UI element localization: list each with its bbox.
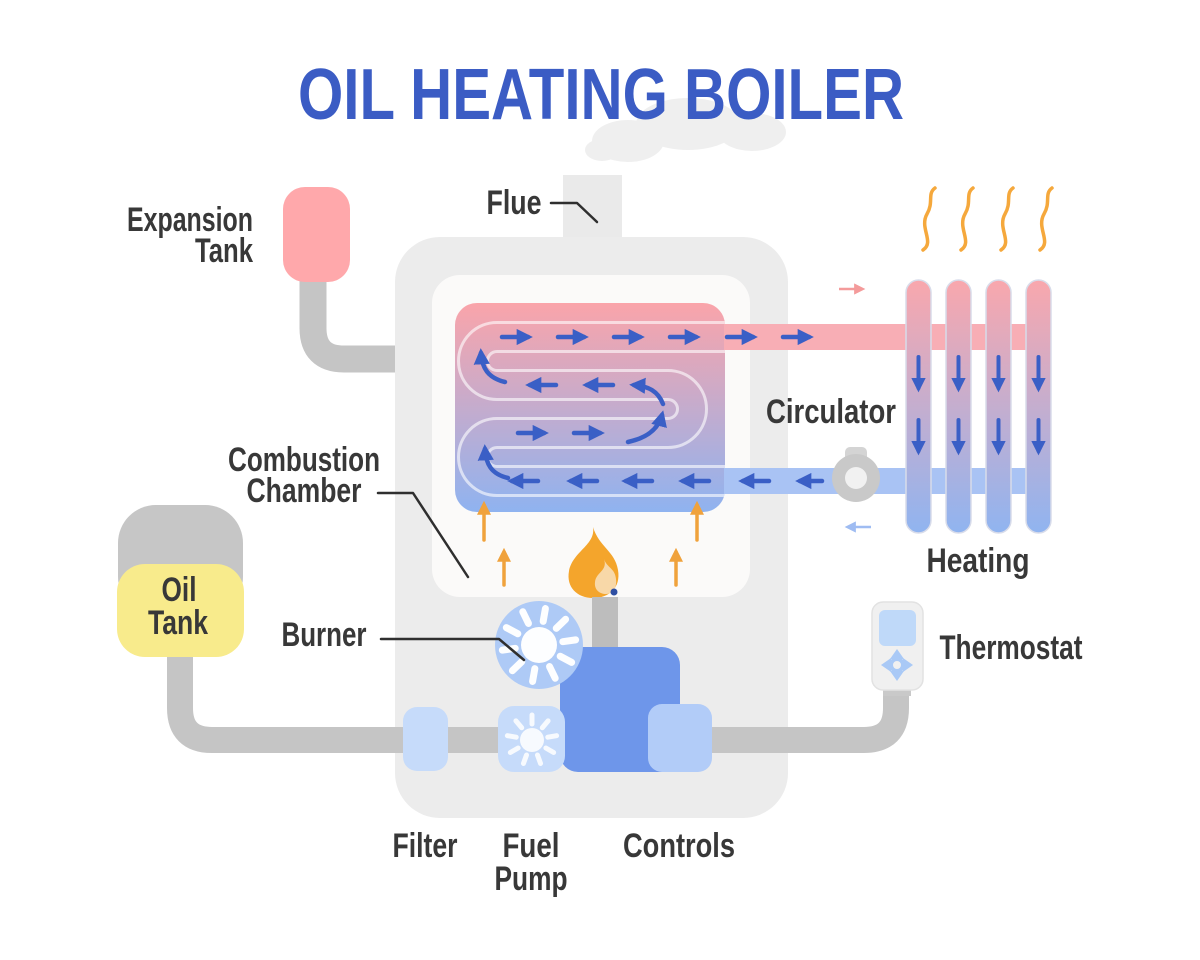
expansion-tank-label-line2: Tank xyxy=(195,232,253,270)
heating-label: Heating xyxy=(927,542,1030,580)
flue-leader-line xyxy=(549,201,599,224)
oil-tank: Oil Tank xyxy=(117,505,244,657)
page-title: OIL HEATING BOILER xyxy=(298,55,904,135)
flue-label: Flue xyxy=(487,184,542,222)
radiator xyxy=(905,279,1052,534)
controls-label: Controls xyxy=(623,827,735,865)
fuel-pump-label-line2: Pump xyxy=(495,860,568,898)
fuel-pump-fan-icon xyxy=(504,712,560,766)
heat-exchanger-coil xyxy=(457,321,725,497)
thermostat-label: Thermostat xyxy=(940,629,1083,667)
heat-rise-arrows xyxy=(477,500,704,587)
smoke-icon xyxy=(585,98,786,162)
burner-leader-line xyxy=(379,637,526,662)
combustion-chamber-label-line2: Chamber xyxy=(247,472,362,510)
expansion-tank-label-line1: Expansion xyxy=(127,201,253,239)
filter-unit xyxy=(403,707,448,771)
burner-pipe xyxy=(592,597,618,651)
circulator-label: Circulator xyxy=(766,393,896,431)
controls-unit xyxy=(648,704,712,772)
circulator-pump-icon xyxy=(832,447,880,502)
burner xyxy=(495,601,583,689)
radiator-flow-arrows xyxy=(911,355,1046,456)
burner-fan-icon xyxy=(498,605,580,685)
heat-wave-icon xyxy=(921,186,1054,252)
combustion-chamber-label-line1: Combustion xyxy=(228,441,380,479)
dpad-icon xyxy=(881,649,913,681)
expansion-tank-pipe xyxy=(299,275,440,373)
fuel-pump-unit xyxy=(498,706,565,772)
water-flow-arrows xyxy=(473,328,825,490)
combustion-chamber xyxy=(455,303,725,512)
oil-tank-label-line1: Oil xyxy=(162,571,197,609)
flame-icon xyxy=(568,527,619,598)
burner-label: Burner xyxy=(282,616,367,654)
filter-label: Filter xyxy=(393,827,458,865)
fuel-pump-label-line1: Fuel xyxy=(503,827,560,865)
thermostat xyxy=(871,601,924,696)
oil-tank-label-line2: Tank xyxy=(148,604,208,642)
combustion-leader-line xyxy=(376,491,470,579)
expansion-tank xyxy=(283,187,350,282)
